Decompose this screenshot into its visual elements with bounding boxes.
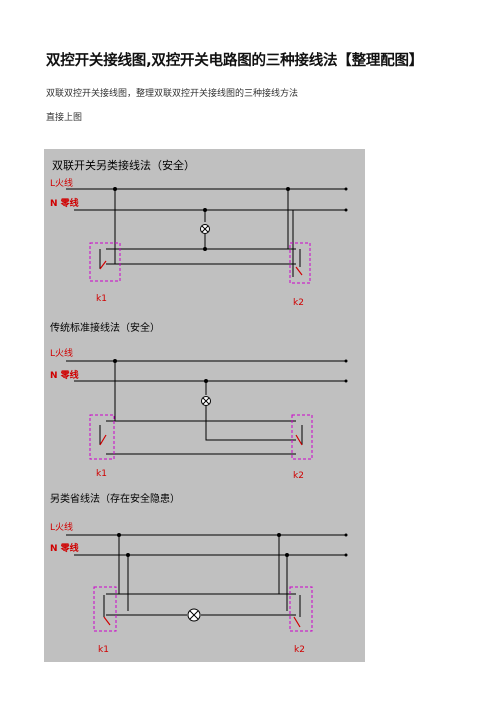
- page-title: 双控开关接线图,双控开关电路图的三种接线法【整理配图】: [46, 53, 424, 69]
- live-label: L火线: [50, 177, 73, 189]
- junction-dot: [204, 379, 208, 383]
- junction-dot: [113, 359, 117, 363]
- switch-lever: [99, 434, 107, 446]
- junction-dot: [126, 553, 130, 557]
- switch-lever: [293, 616, 301, 628]
- switch-box: [89, 242, 121, 282]
- switch-label-left: k1: [96, 294, 107, 304]
- switch-lever: [295, 266, 303, 276]
- junction-dot: [113, 187, 117, 191]
- switch-label-right: k2: [293, 298, 304, 308]
- wire-end-dot: [344, 379, 348, 383]
- switch-lever: [295, 434, 303, 446]
- section-caption: 双联开关另类接线法（安全）: [52, 158, 195, 172]
- wiring-diagram-figure: 双联开关另类接线法（安全） L火线 N 零线 k1 k2: [44, 149, 365, 662]
- switch-box: [89, 414, 115, 460]
- neutral-label: N 零线: [50, 369, 79, 381]
- lamp-cross: [202, 397, 210, 405]
- lamp-return-wire: [205, 406, 296, 441]
- diagram-section-1: 双联开关另类接线法（安全） L火线 N 零线 k1 k2: [50, 158, 348, 308]
- section-caption: 另类省线法（存在安全隐患）: [50, 492, 180, 505]
- switch-label-left: k1: [98, 645, 109, 655]
- switch-box: [93, 586, 117, 632]
- junction-dot: [285, 553, 289, 557]
- switch-lever: [99, 260, 107, 270]
- subtitle-paragraph: 双联双控开关接线图，整理双联双控开关接线图的三种接线方法: [46, 89, 299, 99]
- wire-end-dot: [344, 187, 348, 191]
- section-caption: 传统标准接线法（安全）: [50, 321, 160, 334]
- switch-lever: [103, 616, 111, 626]
- diagram-section-2: 传统标准接线法（安全） L火线 N 零线 k1 k2: [50, 321, 348, 481]
- switch-box: [291, 414, 313, 460]
- diagram-section-3: 另类省线法（存在安全隐患） L火线 N 零线 k1 k2: [50, 492, 348, 655]
- junction-dot: [117, 533, 121, 537]
- switch-box: [289, 242, 311, 284]
- neutral-label: N 零线: [50, 542, 79, 554]
- switch-label-right: k2: [294, 645, 305, 655]
- lamp-cross: [201, 225, 209, 233]
- junction-dot: [277, 533, 281, 537]
- live-label: L火线: [50, 347, 73, 359]
- wire-end-dot: [344, 533, 348, 537]
- intro-paragraph: 直接上图: [46, 113, 83, 123]
- wire-end-dot: [344, 208, 348, 212]
- lamp-cross: [189, 610, 199, 620]
- junction-dot: [286, 187, 290, 191]
- switch-label-left: k1: [96, 469, 107, 479]
- switch-box: [289, 586, 313, 632]
- wire-end-dot: [344, 359, 348, 363]
- junction-dot: [203, 208, 207, 212]
- live-label: L火线: [50, 521, 73, 533]
- neutral-label: N 零线: [50, 197, 79, 209]
- switch-label-right: k2: [293, 471, 304, 481]
- wire-end-dot: [344, 553, 348, 557]
